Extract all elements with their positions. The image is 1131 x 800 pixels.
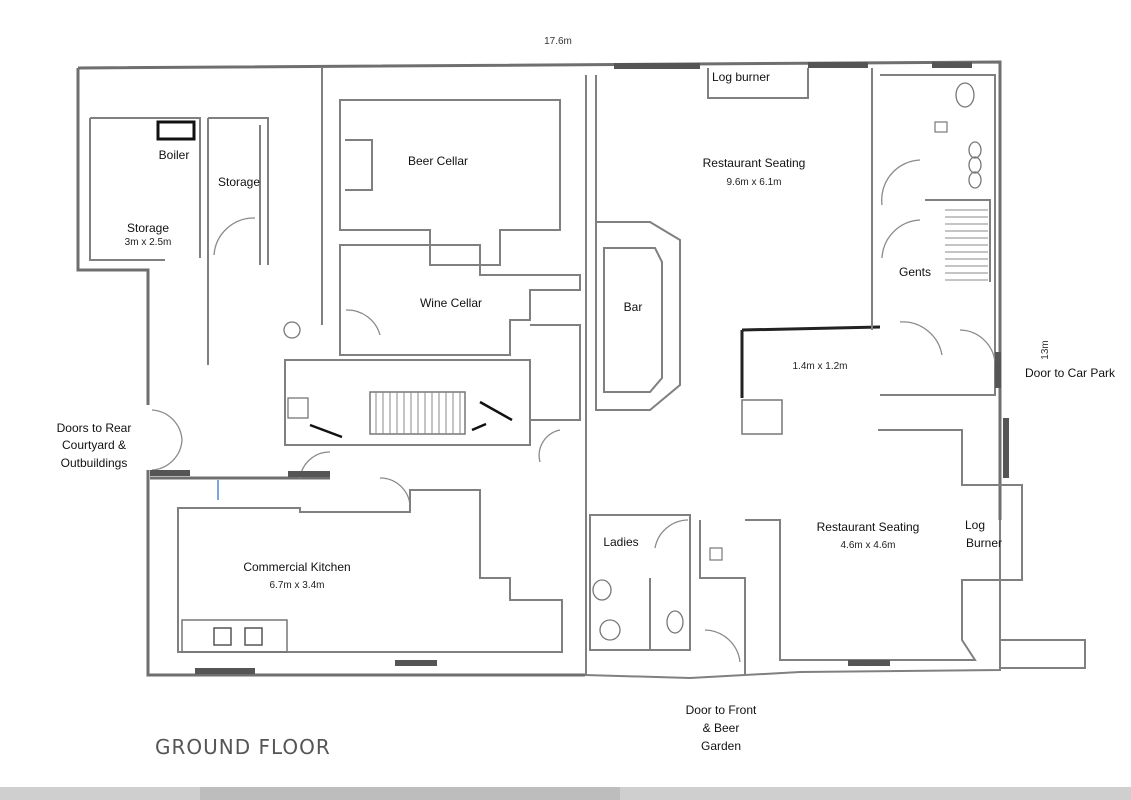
wine-cellar-label: Wine Cellar — [420, 296, 482, 310]
log-burner-side-line2: Burner — [966, 536, 1002, 550]
bar-label: Bar — [624, 300, 643, 314]
cellar-walls — [283, 68, 581, 446]
log-burner-side-line1: Log — [965, 518, 985, 532]
ladies-walls — [589, 514, 746, 675]
sink-left — [213, 627, 232, 646]
ladies-label: Ladies — [603, 535, 638, 549]
beer-cellar-label: Beer Cellar — [408, 154, 468, 168]
outer-walls — [76, 60, 1086, 680]
gents-label: Gents — [899, 265, 931, 279]
restaurant-second-label: Restaurant Seating — [817, 520, 920, 534]
kitchen-walls — [177, 480, 563, 653]
dimension-width: 17.6m — [544, 36, 572, 47]
log-burner-top-label: Log burner — [712, 70, 770, 84]
gents-walls — [871, 68, 996, 396]
kitchen-label: Commercial Kitchen — [243, 560, 350, 574]
storage-large-label: Storage — [127, 221, 169, 235]
restaurant-walls — [585, 68, 1023, 675]
dimension-depth: 13m — [1040, 340, 1051, 359]
restaurant-second-size: 4.6m x 4.6m — [840, 540, 895, 551]
rear-door-line1: Doors to Rear — [57, 421, 132, 435]
bar-walls — [595, 221, 681, 411]
boiler-label: Boiler — [159, 148, 190, 162]
restaurant-main-label: Restaurant Seating — [703, 156, 806, 170]
front-door-line3: Garden — [701, 739, 741, 753]
storage-walls — [89, 117, 269, 365]
front-door-line2: & Beer — [703, 721, 740, 735]
rear-door-line3: Outbuildings — [61, 456, 128, 470]
staircase — [287, 391, 513, 439]
rear-doors — [151, 409, 561, 506]
boiler-box — [156, 120, 196, 141]
rear-door-line2: Courtyard & — [62, 438, 126, 452]
front-door-line1: Door to Front — [686, 703, 757, 717]
horizontal-scrollbar[interactable] — [0, 787, 1131, 800]
sink-right — [244, 627, 263, 646]
scrollbar-thumb[interactable] — [200, 787, 620, 800]
restaurant-main-size: 9.6m x 6.1m — [726, 177, 781, 188]
floor-title: GROUND FLOOR — [155, 735, 331, 759]
windows — [150, 62, 1009, 674]
kitchen-size: 6.7m x 3.4m — [269, 580, 324, 591]
car-park-door-label: Door to Car Park — [1025, 366, 1116, 380]
storage-small-label: Storage — [218, 175, 260, 189]
alcove-size-label: 1.4m x 1.2m — [792, 361, 847, 372]
storage-large-size: 3m x 2.5m — [125, 237, 172, 248]
